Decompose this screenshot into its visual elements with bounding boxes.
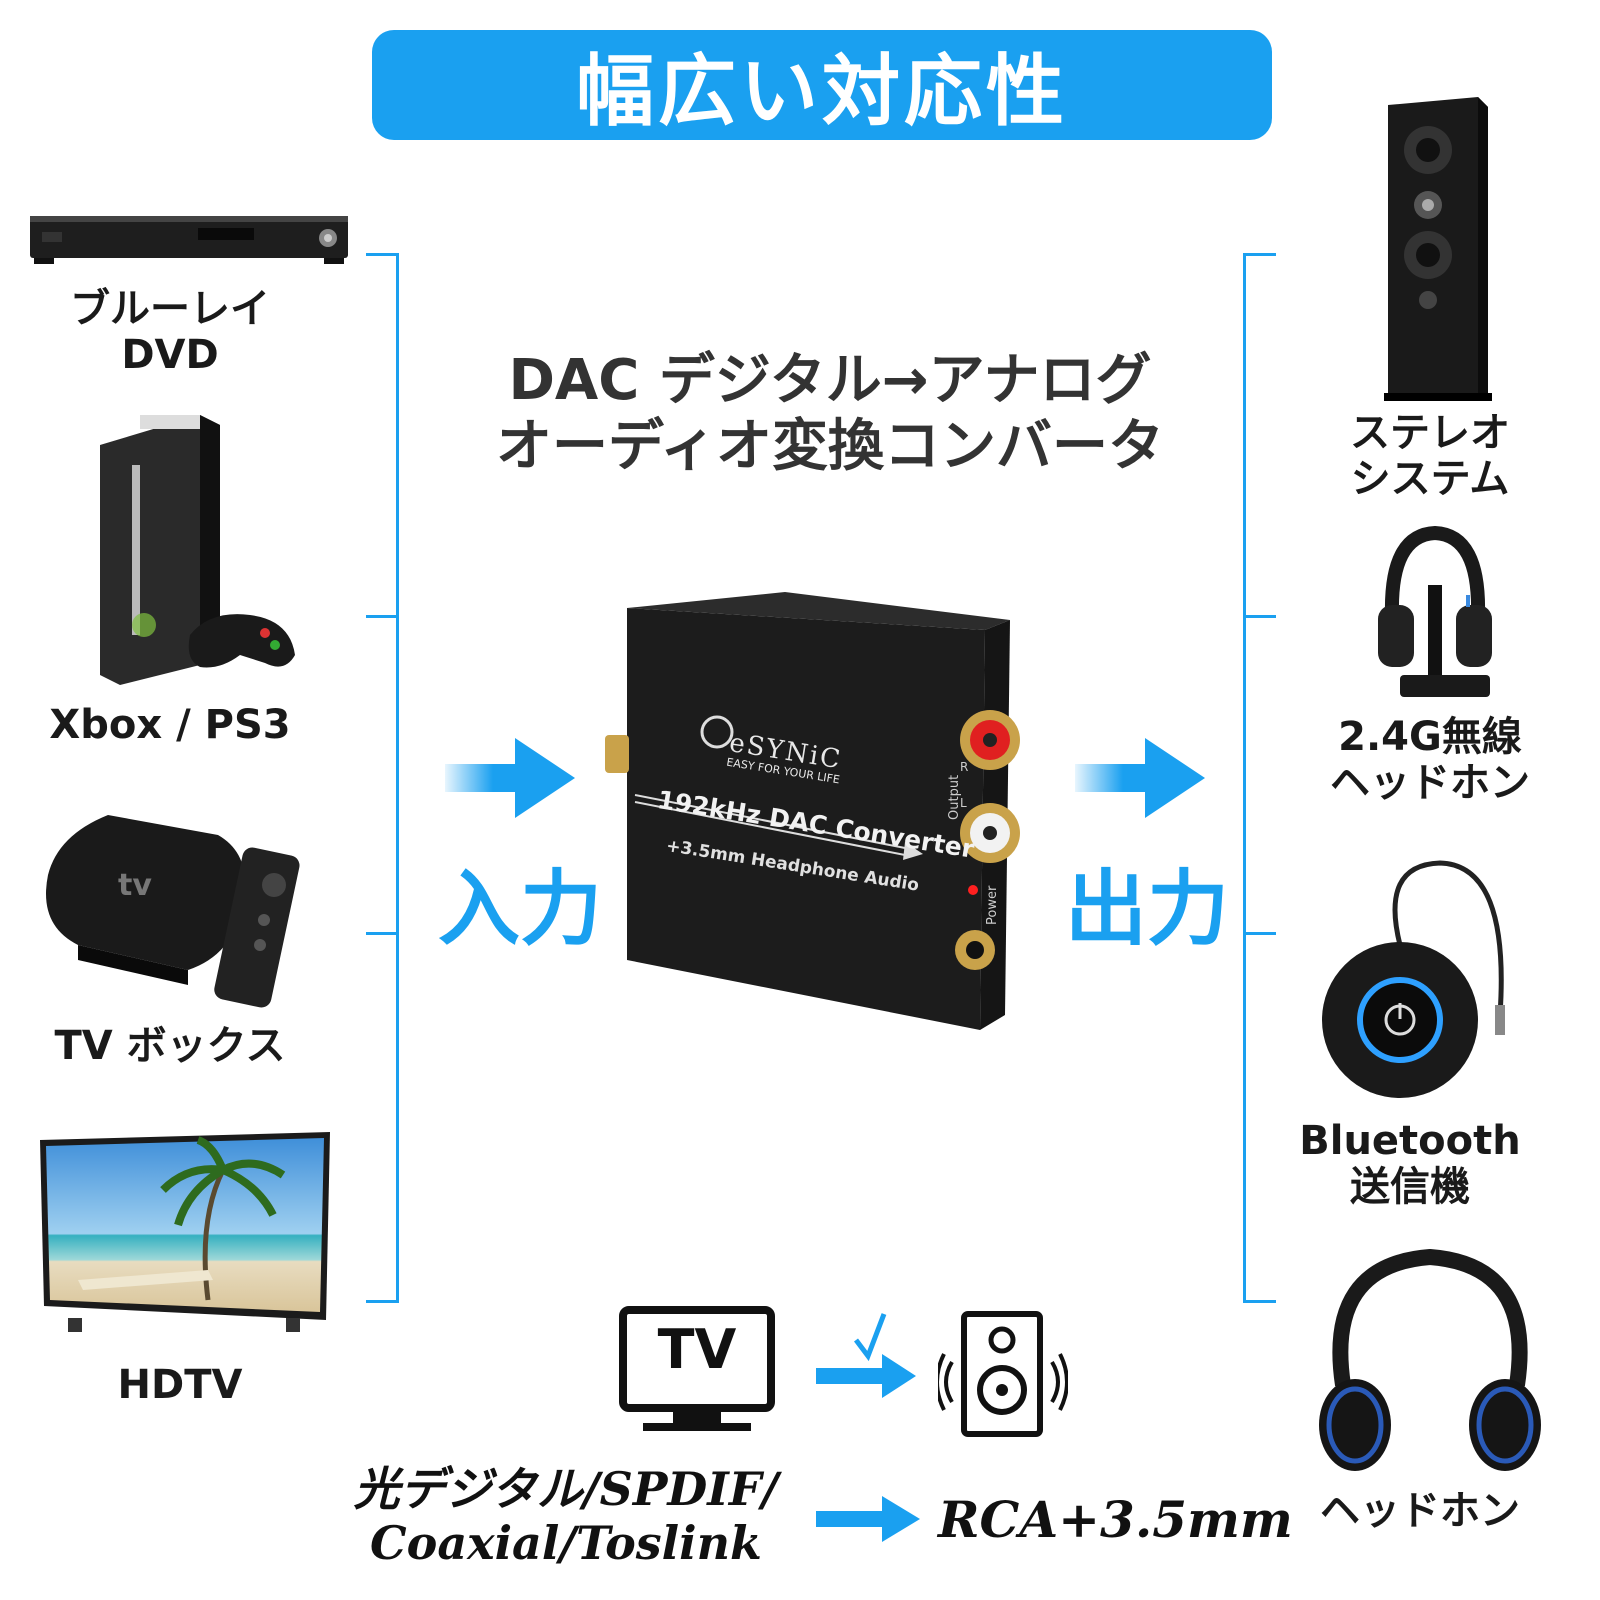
blu-ray-player-icon: [30, 216, 348, 264]
source-label-hdtv: HDTV: [117, 1362, 243, 1408]
output-label-wireless: 2.4G無線 ヘッドホン: [1330, 714, 1530, 806]
title-banner: 幅広い対応性: [372, 30, 1272, 140]
source-label-bluray: ブルーレイ DVD: [70, 286, 270, 378]
banner-title: 幅広い対応性: [575, 47, 1068, 137]
output-label-headphones: ヘッドホン: [1320, 1488, 1520, 1534]
svg-text:tv: tv: [118, 868, 152, 903]
hdtv-icon: [40, 1132, 330, 1332]
right-bracket-tick: [1243, 1300, 1276, 1303]
center-title-line1: DAC デジタル→アナログ: [508, 348, 1152, 413]
check-arrow-icon: [816, 1313, 916, 1398]
speaker-icon: [1384, 97, 1492, 401]
bottom-arrow-icon: [816, 1496, 920, 1542]
right-bracket-tick: [1243, 615, 1276, 618]
center-title: DAC デジタル→アナログ オーディオ変換コンバータ: [430, 348, 1230, 480]
source-label-xbox: Xbox / PS3: [49, 702, 291, 748]
center-title-line2: オーディオ変換コンバータ: [495, 414, 1165, 479]
right-bracket-tick: [1243, 932, 1276, 935]
tv-box-icon: tv: [46, 815, 300, 1008]
right-bracket-line: [1243, 253, 1246, 1303]
left-bracket-line: [396, 253, 399, 1303]
output-label-bluetooth: Bluetooth 送信機: [1299, 1118, 1521, 1210]
wireless-headphones-icon: [1378, 525, 1492, 697]
tv-outline-icon: [619, 1306, 775, 1431]
output-label-stereo: ステレオ システム: [1350, 410, 1510, 502]
game-console-icon: [100, 415, 295, 685]
device-right-text: R: [960, 760, 969, 774]
left-bracket-tick: [366, 932, 399, 935]
output-arrow-icon: [1075, 738, 1205, 818]
device-left-text: L: [960, 796, 967, 810]
output-label: 出力: [1065, 862, 1230, 957]
left-bracket-tick: [366, 615, 399, 618]
left-bracket-tick: [366, 1300, 399, 1303]
bottom-input-text: 光デジタル/SPDIF/ Coaxial/Toslink: [336, 1462, 796, 1570]
bluetooth-transmitter-icon: [1322, 860, 1505, 1098]
bottom-input-line2: Coaxial/Toslink: [370, 1516, 762, 1570]
bottom-input-line1: 光デジタル/SPDIF/: [353, 1462, 779, 1516]
input-label: 入力: [438, 862, 603, 957]
input-arrow-icon: [445, 738, 575, 818]
left-bracket-tick: [366, 253, 399, 256]
device-power-text: Power: [985, 885, 1000, 925]
source-label-tvbox: TV ボックス: [54, 1023, 286, 1069]
bottom-output-text: RCA+3.5mm: [938, 1490, 1293, 1549]
tv-icon-text: TV: [657, 1318, 737, 1381]
right-bracket-tick: [1243, 253, 1276, 256]
headphones-icon: [1319, 1248, 1541, 1471]
dac-converter-device: [605, 592, 1020, 1030]
speaker-outline-icon: [938, 1311, 1068, 1437]
